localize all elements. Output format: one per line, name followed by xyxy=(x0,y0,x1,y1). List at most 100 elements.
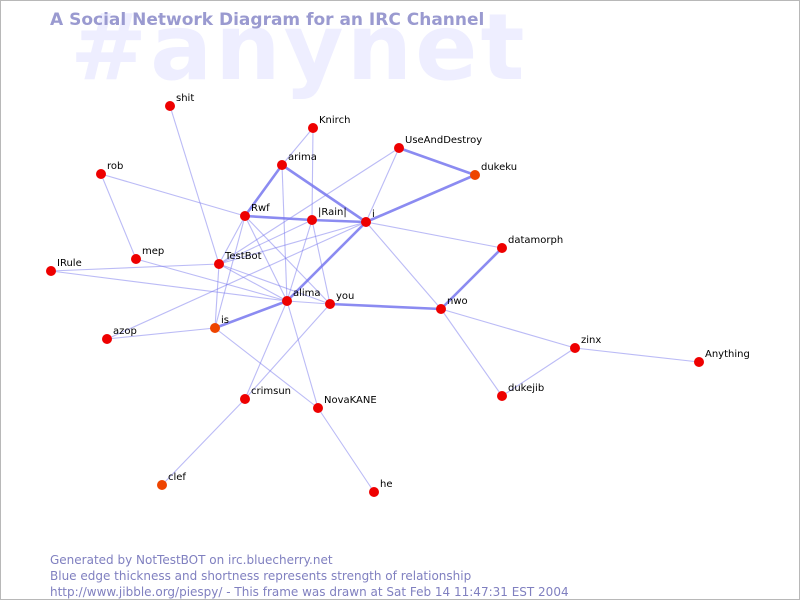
node-label: zinx xyxy=(581,335,601,346)
node-dot xyxy=(157,480,167,490)
edge-UseAndDestroy-TestBot xyxy=(218,147,400,265)
edge-datamorph-nwo xyxy=(440,247,503,310)
node-TestBot: TestBot xyxy=(214,251,262,269)
edge-Knirch-arima xyxy=(281,127,314,166)
node-i: i xyxy=(361,209,375,227)
node-dukeku: dukeku xyxy=(470,162,517,180)
node-dot xyxy=(470,170,480,180)
node-label: Knirch xyxy=(319,115,350,126)
edge-crimsun-clef xyxy=(161,398,246,486)
node-dot xyxy=(46,266,56,276)
node-Rwf: Rwf xyxy=(240,203,270,221)
node-label: clef xyxy=(168,472,186,483)
node-you: you xyxy=(325,291,354,309)
node-dot xyxy=(497,391,507,401)
node-label: Anything xyxy=(705,349,750,360)
node-crimsun: crimsun xyxy=(240,386,291,404)
edge-nwo-zinx xyxy=(440,308,576,349)
edge-IRainI-you xyxy=(311,219,331,305)
edge-IRainI-TestBot xyxy=(218,219,313,265)
node-label: crimsun xyxy=(251,386,291,397)
edge-zinx-Anything xyxy=(574,347,700,363)
node-label: shit xyxy=(176,93,194,104)
edge-Rwf-is xyxy=(214,215,246,329)
footer-legend-note: Blue edge thickness and shortness repres… xyxy=(50,569,472,583)
edge-UseAndDestroy-dukeku xyxy=(398,146,476,177)
edge-Rwf-IRainI xyxy=(244,214,313,222)
node-NovaKANE: NovaKANE xyxy=(313,395,377,413)
node-dot xyxy=(240,211,250,221)
node-mep: mep xyxy=(131,246,164,264)
diagram-title: A Social Network Diagram for an IRC Chan… xyxy=(50,10,485,30)
node-clef: clef xyxy=(157,472,186,490)
node-Knirch: Knirch xyxy=(308,115,350,133)
edge-arima-i xyxy=(281,163,367,224)
edge-i-dukeku xyxy=(365,173,476,224)
node-dot xyxy=(308,123,318,133)
node-label: i xyxy=(372,209,375,220)
node-UseAndDestroy: UseAndDestroy xyxy=(394,135,482,153)
node-dot xyxy=(313,403,323,413)
footer-generated-by: Generated by NotTestBOT on irc.bluecherr… xyxy=(50,553,333,567)
node-dot xyxy=(165,101,175,111)
footer-url-timestamp: http://www.jibble.org/piespy/ - This fra… xyxy=(50,585,569,599)
edge-you-nwo xyxy=(329,302,442,311)
node-dot xyxy=(325,299,335,309)
edge-arima-Rwf xyxy=(243,164,284,217)
node-Anything: Anything xyxy=(694,349,750,367)
node-label: dukejib xyxy=(508,383,544,394)
edge-zinx-dukejib xyxy=(501,347,576,397)
node-is: is xyxy=(210,315,229,333)
edge-shit-TestBot xyxy=(169,105,220,265)
node-dot xyxy=(131,254,141,264)
edge-alima-is xyxy=(214,299,288,330)
node-rob: rob xyxy=(96,161,123,179)
node-dukejib: dukejib xyxy=(497,383,544,401)
edge-nwo-dukejib xyxy=(440,308,503,397)
node-dot xyxy=(240,394,250,404)
node-dot xyxy=(210,323,220,333)
node-label: alima xyxy=(293,288,321,299)
node-dot xyxy=(570,343,580,353)
edge-IRainI-i xyxy=(311,218,367,224)
channel-watermark: #anynet xyxy=(70,0,528,101)
edge-alima-you xyxy=(286,300,331,305)
node-alima: alima xyxy=(282,288,321,306)
edge-you-crimsun xyxy=(244,303,331,400)
node-label: mep xyxy=(142,246,164,257)
node-label: rob xyxy=(107,161,123,172)
edge-Rwf-TestBot xyxy=(218,215,246,265)
node-label: IRule xyxy=(57,258,82,269)
node-dot xyxy=(694,357,704,367)
node-dot xyxy=(497,243,507,253)
edge-TestBot-you xyxy=(218,263,331,305)
node-label: TestBot xyxy=(224,251,262,262)
edge-rob-Rwf xyxy=(100,173,246,217)
node-label: dukeku xyxy=(481,162,517,173)
node-IRainI: |Rain| xyxy=(307,207,347,225)
edge-alima-NovaKANE xyxy=(286,300,319,409)
node-dot xyxy=(361,217,371,227)
edge-IRule-alima xyxy=(50,270,288,302)
edge-NovaKANE-he xyxy=(317,407,375,493)
node-arima: arima xyxy=(277,152,317,170)
node-dot xyxy=(436,304,446,314)
edge-IRule-TestBot xyxy=(50,263,220,272)
node-nwo: nwo xyxy=(436,296,468,314)
node-he: he xyxy=(369,479,393,497)
edge-i-azop xyxy=(106,221,367,340)
edge-i-alima xyxy=(286,221,367,302)
node-label: UseAndDestroy xyxy=(405,135,482,146)
node-label: he xyxy=(380,479,393,490)
edges-layer xyxy=(50,105,700,493)
node-label: is xyxy=(221,315,229,326)
node-shit: shit xyxy=(165,93,194,111)
edge-i-datamorph xyxy=(365,221,503,249)
node-label: NovaKANE xyxy=(324,395,377,406)
node-dot xyxy=(277,160,287,170)
node-dot xyxy=(307,215,317,225)
edge-Rwf-alima xyxy=(244,215,288,302)
edge-i-nwo xyxy=(365,221,442,310)
node-label: nwo xyxy=(447,296,468,307)
